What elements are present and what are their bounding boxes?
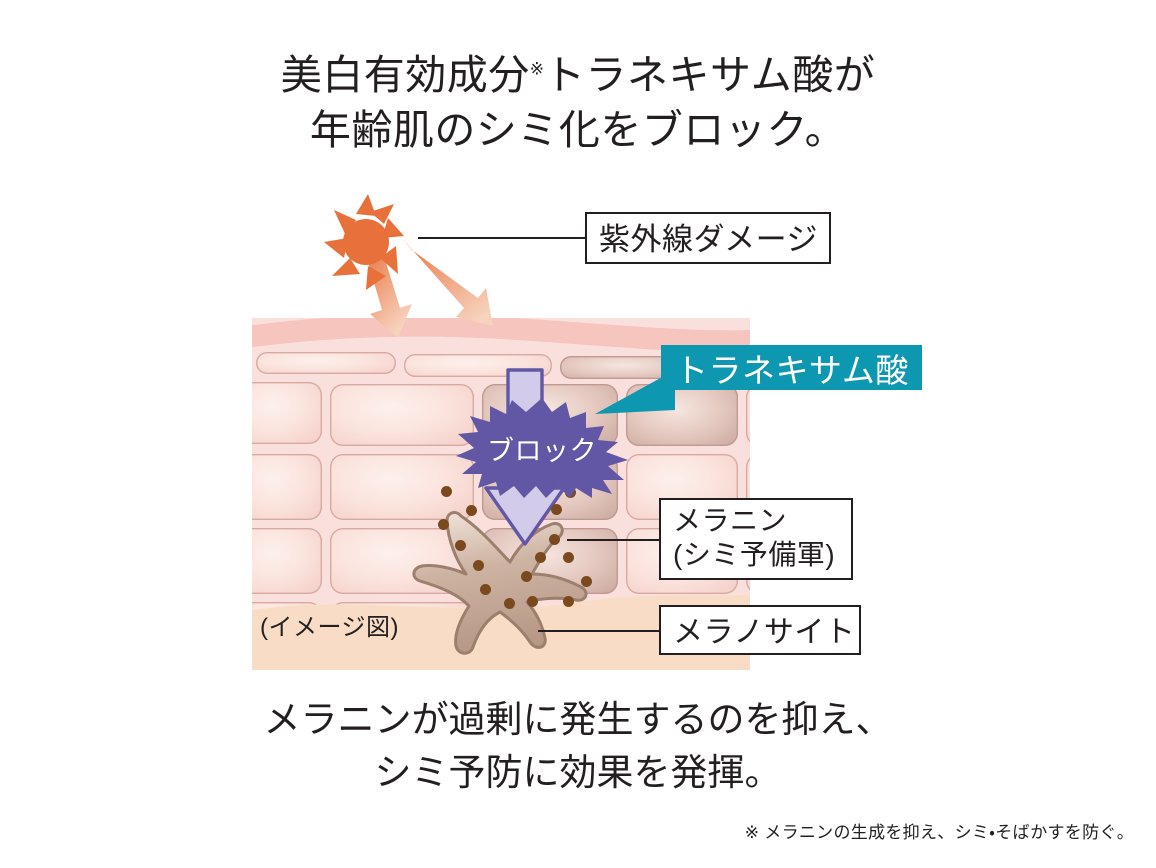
page-title-line-1-text-b: トラネキサム酸が — [544, 52, 876, 98]
page-title-line-1: 美白有効成分※トラネキサム酸が — [0, 48, 1156, 103]
block-label: ブロック — [487, 435, 597, 466]
melanin-dot-icon — [535, 552, 546, 563]
leader-line-uv — [418, 237, 586, 239]
skin-cell — [330, 384, 474, 446]
melanin-dot-icon — [438, 519, 449, 530]
melanin-dot-icon — [581, 576, 592, 587]
uv-ray-arrow-icon — [400, 236, 493, 326]
melanin-dot-icon — [473, 560, 484, 571]
melanin-dot-icon — [504, 598, 515, 609]
summary-copy: メラニンが過剰に発生するのを抑え、 シミ予防に効果を発揮。 — [0, 694, 1156, 799]
skin-cell — [252, 528, 322, 594]
footnote-marker-superscript: ※ — [529, 59, 545, 79]
label-uv-damage: 紫外線ダメージ — [585, 212, 831, 264]
page-title-line-2: 年齢肌のシミ化をブロック。 — [309, 106, 847, 153]
summary-copy-line-2: シミ予防に効果を発揮。 — [374, 751, 782, 793]
melanin-dot-icon — [466, 505, 477, 516]
sun-icon — [324, 194, 404, 290]
tranexamic-acid-callout: トラネキサム酸 — [661, 345, 922, 390]
melanin-dot-icon — [480, 584, 491, 595]
label-melanin-line-1: メラニン — [673, 504, 788, 536]
melanin-dot-icon — [521, 571, 532, 582]
image-caption: (イメージ図) — [260, 614, 400, 641]
skin-cell — [252, 382, 322, 444]
melanin-dot-icon — [551, 504, 562, 515]
skin-cell — [746, 454, 750, 520]
uv-source-group — [324, 194, 493, 338]
label-melanin: メラニン (シミ予備軍) — [659, 498, 853, 580]
block-label-wrap: ブロック — [452, 398, 632, 498]
uv-ray-arrow-icon — [364, 243, 412, 338]
page-title-line-1-text: 美白有効成分 — [280, 52, 530, 98]
label-melanocyte-text: メラノサイト — [673, 615, 856, 649]
melanin-dot-icon — [455, 540, 466, 551]
skin-cell — [746, 384, 750, 446]
melanin-dot-icon — [441, 486, 452, 497]
label-melanin-line-2: (シミ予備軍) — [673, 538, 836, 570]
melanin-dot-icon — [563, 552, 574, 563]
leader-line-melanin — [567, 539, 661, 541]
tranexamic-acid-label: トラネキサム酸 — [675, 351, 909, 389]
label-melanocyte: メラノサイト — [659, 605, 861, 655]
skin-cell — [256, 352, 396, 374]
skin-cell — [252, 454, 322, 520]
tranexamic-callout-tail — [595, 370, 675, 414]
melanin-dot-icon — [549, 534, 560, 545]
label-uv-damage-text: 紫外線ダメージ — [599, 222, 818, 257]
summary-copy-line-1: メラニンが過剰に発生するのを抑え、 — [263, 699, 893, 740]
leader-line-melanocyte — [538, 630, 662, 632]
melanin-dot-icon — [527, 596, 538, 607]
melanin-dot-icon — [563, 596, 574, 607]
page-title: 美白有効成分※トラネキサム酸が 年齢肌のシミ化をブロック。 — [0, 48, 1156, 158]
block-starburst-icon — [456, 398, 628, 498]
footnote: ※ メラニンの生成を抑え、シミ・そばかすを防ぐ。 — [744, 823, 1134, 842]
